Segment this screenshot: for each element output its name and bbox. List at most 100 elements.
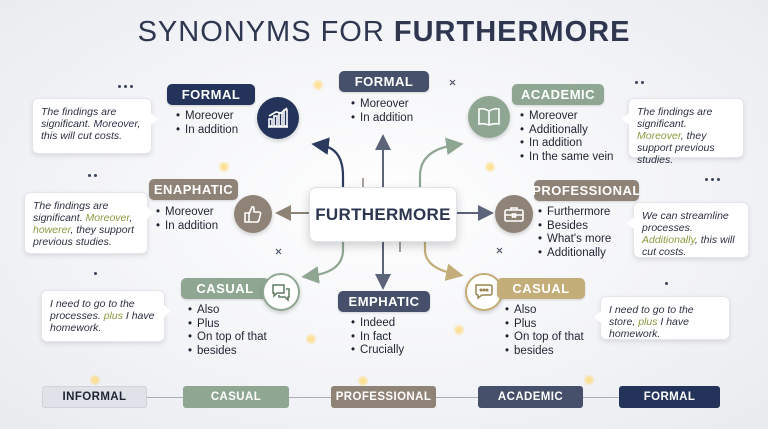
category-casual-left: CASUAL	[181, 278, 269, 299]
scale-connector	[436, 397, 478, 398]
category-label: FORMAL	[181, 87, 241, 102]
scale-label: FORMAL	[643, 391, 696, 403]
title-plain: SYNONYMS FOR	[137, 16, 385, 48]
sparkle	[357, 375, 369, 387]
list-item: Furthermore	[538, 206, 611, 220]
word-list-professional: Furthermore Besides What's more Addition…	[538, 206, 611, 260]
decor-dot	[705, 178, 708, 181]
list-item: Moreover	[520, 110, 613, 124]
list-item: In addition	[520, 137, 613, 151]
scale-academic: ACADEMIC	[478, 386, 583, 408]
list-item: Additionally	[520, 124, 613, 138]
decor-dot	[665, 282, 668, 285]
scale-formal: FORMAL	[619, 386, 720, 408]
example-highlight: Moreover	[85, 212, 130, 224]
word-list-academic: Moreover Additionally In addition In the…	[520, 110, 613, 164]
category-label: CASUAL	[196, 281, 254, 296]
example-text: , they support previous studies.	[637, 130, 715, 166]
list-item: Moreover	[351, 98, 413, 112]
bar-chart-icon	[257, 97, 299, 139]
example-text: , this will cut costs.	[41, 118, 141, 142]
scale-connector	[583, 397, 619, 398]
example-highlight: Moreover	[93, 118, 138, 130]
category-professional: PROFESSIONAL	[532, 180, 640, 201]
category-formal-top: FORMAL	[339, 71, 429, 92]
center-node: FURTHERMORE	[309, 187, 457, 242]
example-text: I have homework.	[609, 316, 689, 340]
example-card-casual-right: I need to go to the store, plus I have h…	[594, 296, 730, 340]
sparkle	[453, 324, 465, 336]
example-text: The findings are significant.	[41, 106, 117, 130]
list-item: besides	[505, 345, 584, 359]
word-list-formal-top: Moreover In addition	[351, 98, 413, 125]
word-list-casual-left: Also Plus On top of that besides	[188, 304, 267, 358]
scale-informal: INFORMAL	[42, 386, 147, 408]
list-item: What's more	[538, 233, 611, 247]
category-label: CASUAL	[512, 281, 570, 296]
example-card-professional: We can streamline processes. Additionall…	[627, 202, 749, 258]
example-card-casual-left: I need to go to the processes. plus I ha…	[41, 290, 171, 342]
decor-dot	[94, 272, 97, 275]
word-list-casual-right: Also Plus On top of that besides	[505, 304, 584, 358]
example-card-formal: The findings are significant. Moreover, …	[32, 98, 158, 154]
list-item: In addition	[176, 124, 238, 138]
list-item: In fact	[351, 331, 404, 345]
category-label: FORMAL	[354, 74, 414, 89]
word-list-emphatic: Indeed In fact Crucially	[351, 317, 404, 358]
sparkle	[484, 161, 496, 173]
category-formal-left: FORMAL	[167, 84, 255, 105]
list-item: In addition	[156, 220, 218, 234]
speech-bubble-icon	[262, 273, 300, 311]
example-highlight: plus	[638, 316, 658, 328]
example-text: I have homework.	[50, 310, 155, 334]
category-academic: ACADEMIC	[512, 84, 604, 105]
list-item: Also	[188, 304, 267, 318]
list-item: Besides	[538, 220, 611, 234]
example-highlight: plus	[103, 310, 123, 322]
word-list-enaphatic: Moreover In addition	[156, 206, 218, 233]
example-text: The findings are significant.	[33, 200, 109, 224]
example-text: I need to go to the processes.	[50, 298, 135, 322]
list-item: Additionally	[538, 247, 611, 261]
scale-connector	[147, 397, 183, 398]
word-list-formal-left: Moreover In addition	[176, 110, 238, 137]
scale-professional: PROFESSIONAL	[331, 386, 436, 408]
list-item: In the same vein	[520, 151, 613, 165]
scale-label: ACADEMIC	[497, 391, 564, 403]
decor-dot	[88, 174, 91, 177]
category-casual-right: CASUAL	[497, 278, 585, 299]
category-emphatic: EMPHATIC	[338, 291, 430, 312]
example-text: We can streamline processes.	[642, 210, 729, 234]
example-text: , they support previous studies.	[33, 224, 134, 248]
list-item: Moreover	[156, 206, 218, 220]
list-item: Plus	[505, 318, 584, 332]
book-icon	[468, 96, 510, 138]
example-card-enaphatic: The findings are significant. Moreover, …	[24, 192, 154, 254]
example-highlight: howerer	[33, 224, 71, 236]
category-label: EMPHATIC	[348, 294, 420, 309]
decor-dot	[711, 178, 714, 181]
decor-dot	[130, 85, 133, 88]
list-item: Plus	[188, 318, 267, 332]
decor-dot	[717, 178, 720, 181]
category-enaphatic: ENAPHATIC	[149, 179, 238, 200]
list-item: Crucially	[351, 344, 404, 358]
scale-casual: CASUAL	[183, 386, 289, 408]
decor-dot	[641, 81, 644, 84]
list-item: besides	[188, 345, 267, 359]
list-item: Indeed	[351, 317, 404, 331]
list-item: On top of that	[505, 331, 584, 345]
sparkle	[218, 161, 230, 173]
scale-label: INFORMAL	[62, 391, 127, 403]
example-text: The findings are significant.	[637, 106, 713, 130]
sparkle	[89, 374, 101, 386]
example-text: I need to go to the store,	[609, 304, 694, 328]
thumbs-up-icon	[234, 195, 272, 233]
center-label: FURTHERMORE	[315, 204, 451, 224]
title-bold: FURTHERMORE	[393, 16, 631, 48]
sparkle	[312, 79, 324, 91]
example-card-academic: The findings are significant. Moreover, …	[622, 98, 744, 166]
page-title: SYNONYMS FOR FURTHERMORE	[0, 16, 768, 49]
decor-dot	[94, 174, 97, 177]
